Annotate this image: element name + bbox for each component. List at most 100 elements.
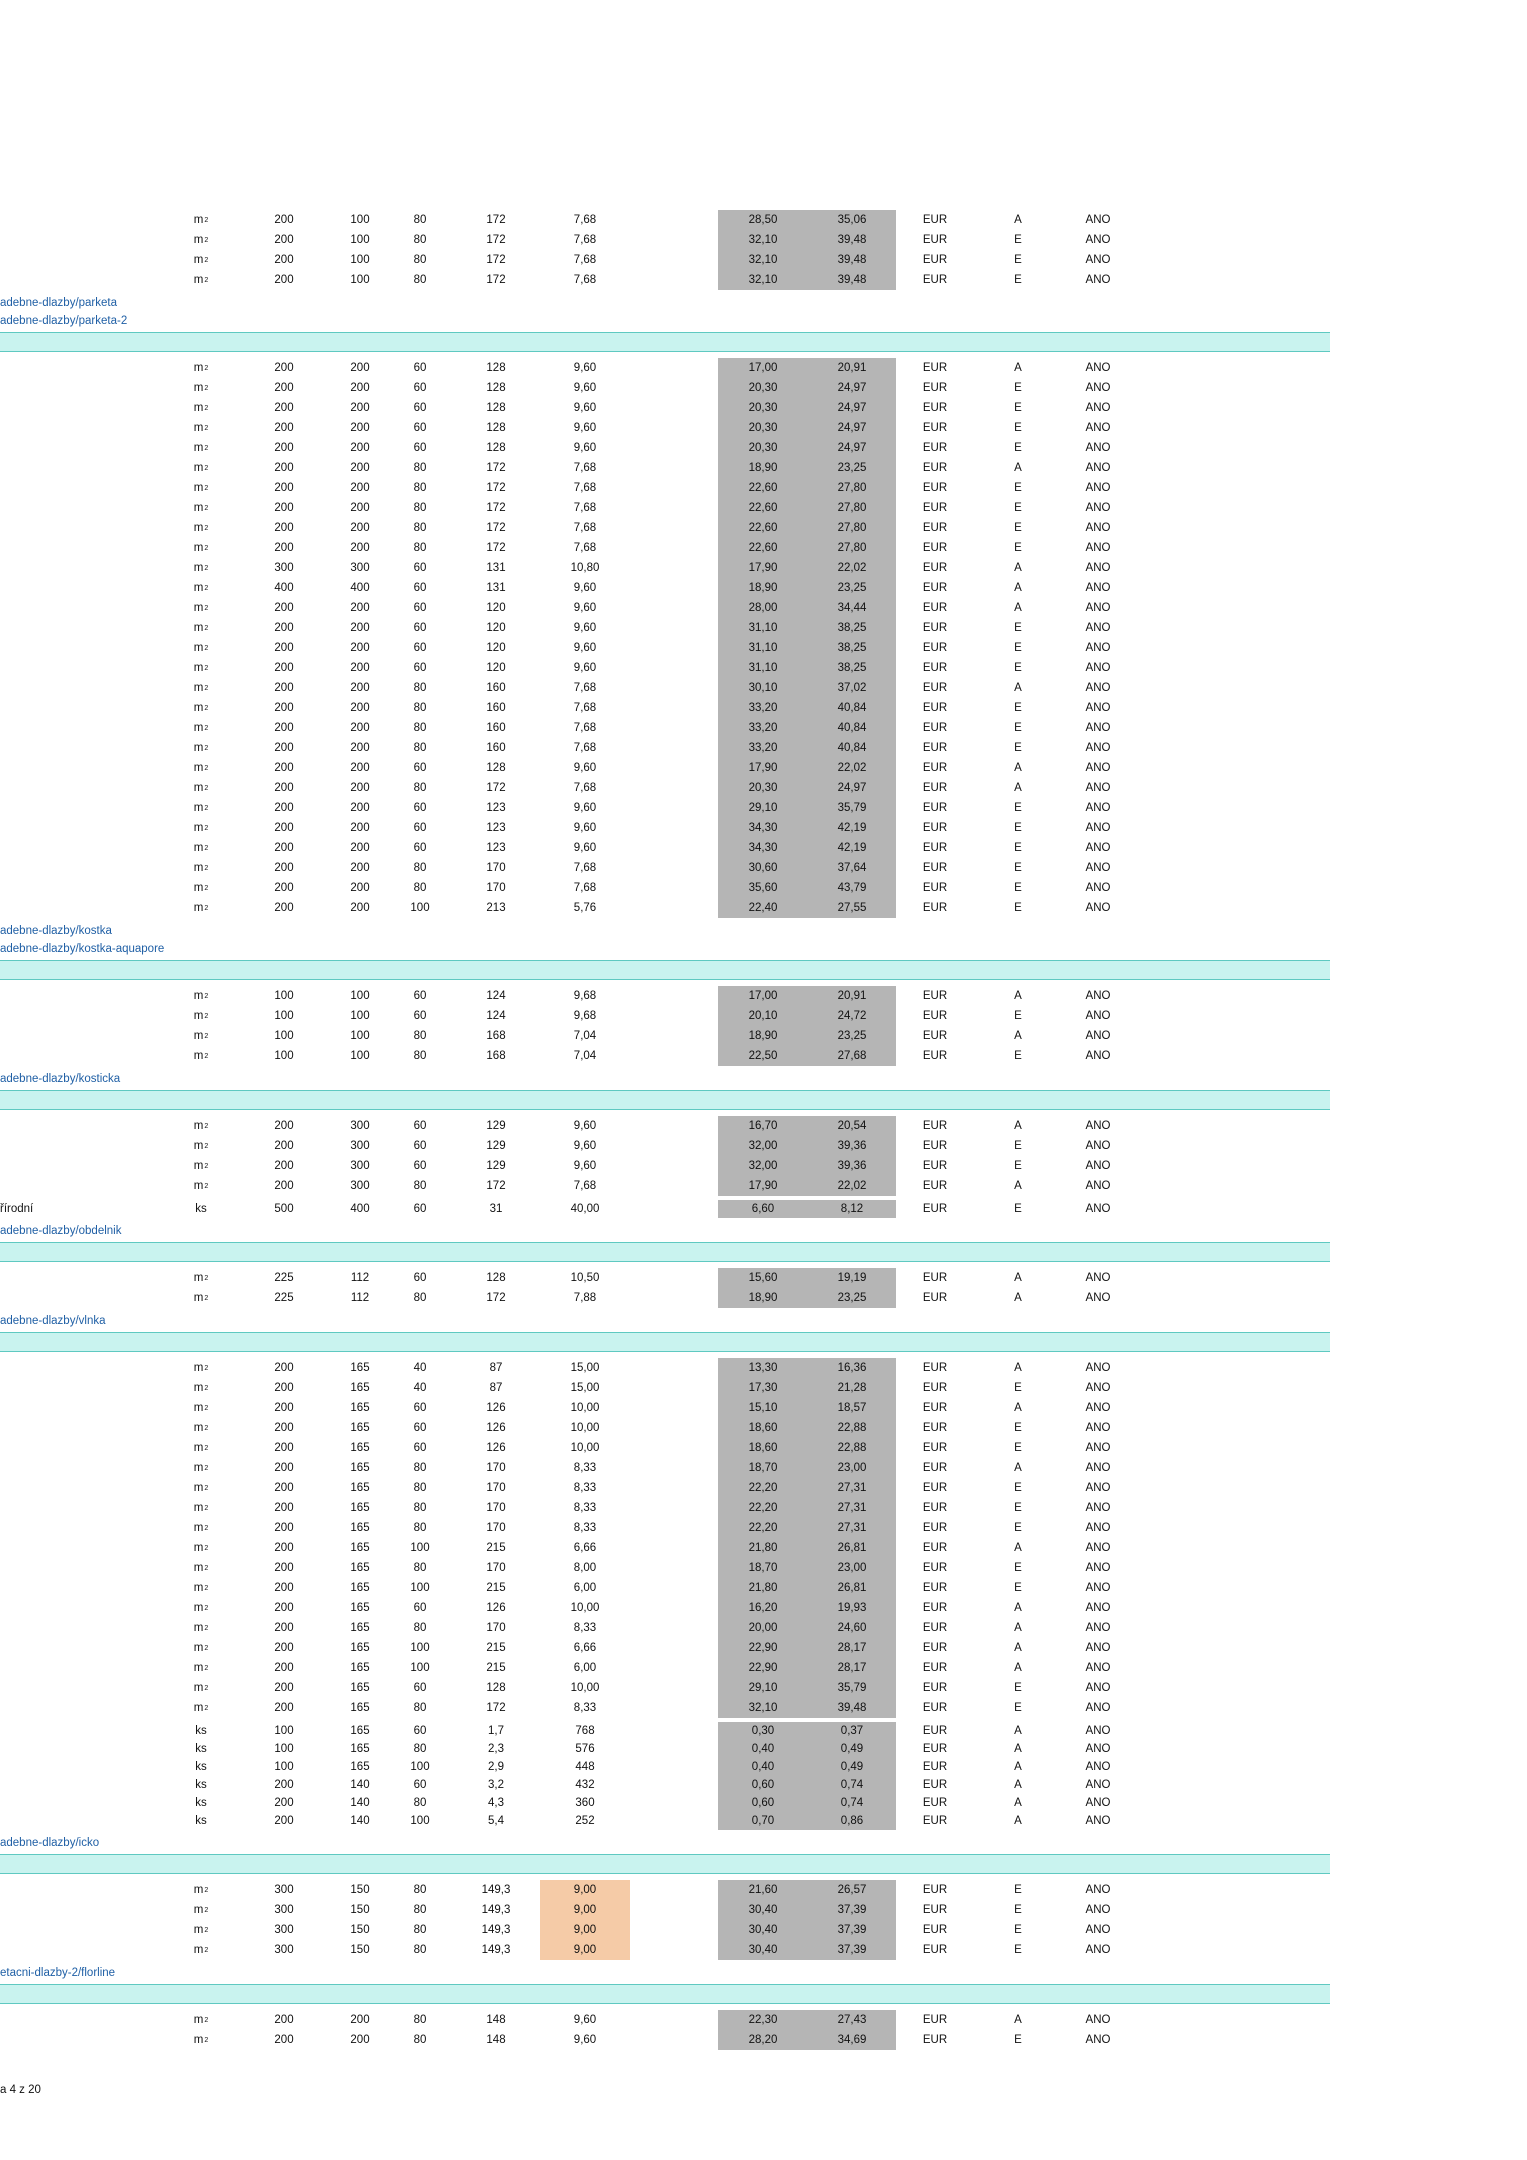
- pieces-cell: 172: [486, 254, 506, 266]
- category-link[interactable]: adebne-dlazby/kosticka: [0, 1073, 121, 1085]
- thickness-cell: 60: [413, 402, 427, 414]
- currency-cell: EUR: [922, 254, 948, 266]
- coverage-cell: 7,04: [573, 1030, 597, 1042]
- pieces-cell: 87: [489, 1362, 503, 1374]
- availability-cell: ANO: [1085, 1030, 1111, 1042]
- price-net-cell: 22,50: [718, 1046, 808, 1066]
- coverage-cell: 7,68: [573, 214, 597, 226]
- availability-cell: ANO: [1085, 1815, 1111, 1827]
- currency-cell: EUR: [922, 442, 948, 454]
- price-gross-cell: 34,69: [808, 2030, 896, 2050]
- thickness-cell: 100: [410, 1662, 430, 1674]
- length-cell: 165: [350, 1602, 370, 1614]
- class-cell: E: [1014, 1682, 1022, 1694]
- coverage-cell: 9,60: [573, 1120, 597, 1132]
- category-link[interactable]: adebne-dlazby/kostka-aquapore: [0, 943, 165, 955]
- price-gross-cell: 22,02: [808, 558, 896, 578]
- category-link[interactable]: etacni-dlazby-2/florline: [0, 1967, 116, 1979]
- currency-cell: EUR: [922, 382, 948, 394]
- price-gross-cell: 27,80: [808, 478, 896, 498]
- availability-cell: ANO: [1085, 1743, 1111, 1755]
- length-cell: 165: [350, 1622, 370, 1634]
- price-gross-cell: 23,25: [808, 578, 896, 598]
- currency-cell: EUR: [922, 1924, 948, 1936]
- price-net-cell: 6,60: [718, 1200, 808, 1218]
- category-link[interactable]: adebne-dlazby/obdelnik: [0, 1225, 122, 1237]
- class-cell: A: [1014, 1725, 1022, 1737]
- price-net-cell: 0,40: [718, 1758, 808, 1776]
- pieces-cell: 129: [486, 1140, 506, 1152]
- pieces-cell: 170: [486, 1502, 506, 1514]
- currency-cell: EUR: [922, 1602, 948, 1614]
- width-cell: 225: [274, 1272, 294, 1284]
- width-cell: 200: [274, 2014, 294, 2026]
- coverage-cell: 8,33: [573, 1502, 597, 1514]
- class-cell: A: [1014, 582, 1022, 594]
- category-link[interactable]: adebne-dlazby/icko: [0, 1837, 100, 1849]
- price-gross-cell: 38,25: [808, 618, 896, 638]
- length-cell: 200: [350, 382, 370, 394]
- pieces-cell: 120: [486, 642, 506, 654]
- width-cell: 200: [274, 882, 294, 894]
- coverage-cell: 15,00: [570, 1382, 600, 1394]
- availability-cell: ANO: [1085, 1602, 1111, 1614]
- coverage-cell: 9,60: [573, 442, 597, 454]
- length-cell: 165: [350, 1642, 370, 1654]
- thickness-cell: 60: [413, 422, 427, 434]
- availability-cell: ANO: [1085, 1402, 1111, 1414]
- thickness-cell: 60: [413, 1442, 427, 1454]
- category-band: [0, 1984, 1330, 2004]
- class-cell: E: [1014, 482, 1022, 494]
- pieces-cell: 149,3: [481, 1904, 511, 1916]
- class-cell: E: [1014, 1442, 1022, 1454]
- availability-cell: ANO: [1085, 254, 1111, 266]
- category-link[interactable]: adebne-dlazby/parketa: [0, 297, 117, 309]
- coverage-cell: 9,00: [540, 1880, 630, 1900]
- currency-cell: EUR: [922, 1140, 948, 1152]
- width-cell: 200: [274, 254, 294, 266]
- category-link[interactable]: adebne-dlazby/vlnka: [0, 1315, 106, 1327]
- category-link[interactable]: adebne-dlazby/parketa-2: [0, 315, 128, 327]
- unit-cell: ks: [195, 1779, 207, 1791]
- length-cell: 200: [350, 462, 370, 474]
- coverage-cell: 9,60: [573, 1160, 597, 1172]
- class-cell: A: [1014, 990, 1022, 1002]
- class-cell: E: [1014, 1522, 1022, 1534]
- length-cell: 165: [350, 1725, 370, 1737]
- width-cell: 300: [274, 1884, 294, 1896]
- price-net-cell: 18,60: [718, 1438, 808, 1458]
- availability-cell: ANO: [1085, 1272, 1111, 1284]
- length-cell: 165: [350, 1462, 370, 1474]
- length-cell: 165: [350, 1382, 370, 1394]
- coverage-cell: 5,76: [573, 902, 597, 914]
- price-net-cell: 32,00: [718, 1136, 808, 1156]
- price-net-cell: 28,20: [718, 2030, 808, 2050]
- length-cell: 165: [350, 1422, 370, 1434]
- class-cell: E: [1014, 842, 1022, 854]
- pieces-cell: 128: [486, 422, 506, 434]
- currency-cell: EUR: [922, 762, 948, 774]
- pieces-cell: 129: [486, 1160, 506, 1172]
- availability-cell: ANO: [1085, 902, 1111, 914]
- price-gross-cell: 22,88: [808, 1438, 896, 1458]
- class-cell: A: [1014, 1120, 1022, 1132]
- width-cell: 200: [274, 274, 294, 286]
- pieces-cell: 149,3: [481, 1944, 511, 1956]
- currency-cell: EUR: [922, 1815, 948, 1827]
- price-net-cell: 30,60: [718, 858, 808, 878]
- category-link[interactable]: adebne-dlazby/kostka: [0, 925, 112, 937]
- availability-cell: ANO: [1085, 990, 1111, 1002]
- availability-cell: ANO: [1085, 702, 1111, 714]
